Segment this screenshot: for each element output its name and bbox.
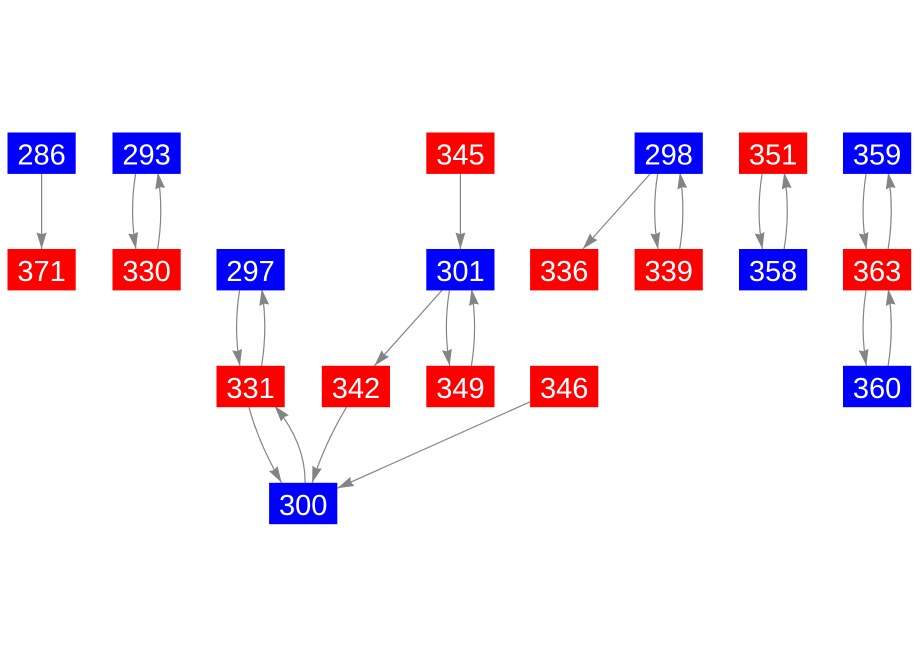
svg-text:342: 342: [332, 373, 380, 405]
svg-text:330: 330: [122, 256, 170, 288]
svg-text:345: 345: [436, 140, 484, 172]
svg-text:358: 358: [749, 256, 797, 288]
svg-text:349: 349: [436, 373, 484, 405]
svg-text:293: 293: [122, 140, 170, 172]
svg-text:360: 360: [853, 373, 901, 405]
svg-text:286: 286: [17, 140, 65, 172]
svg-text:359: 359: [853, 140, 901, 172]
svg-text:336: 336: [540, 256, 588, 288]
svg-text:300: 300: [279, 490, 327, 522]
svg-text:346: 346: [540, 373, 588, 405]
svg-text:298: 298: [645, 140, 693, 172]
svg-text:351: 351: [749, 140, 797, 172]
svg-text:297: 297: [226, 256, 274, 288]
svg-text:363: 363: [853, 256, 901, 288]
svg-text:301: 301: [436, 256, 484, 288]
svg-text:371: 371: [17, 256, 65, 288]
svg-text:331: 331: [226, 373, 274, 405]
svg-text:339: 339: [645, 256, 693, 288]
